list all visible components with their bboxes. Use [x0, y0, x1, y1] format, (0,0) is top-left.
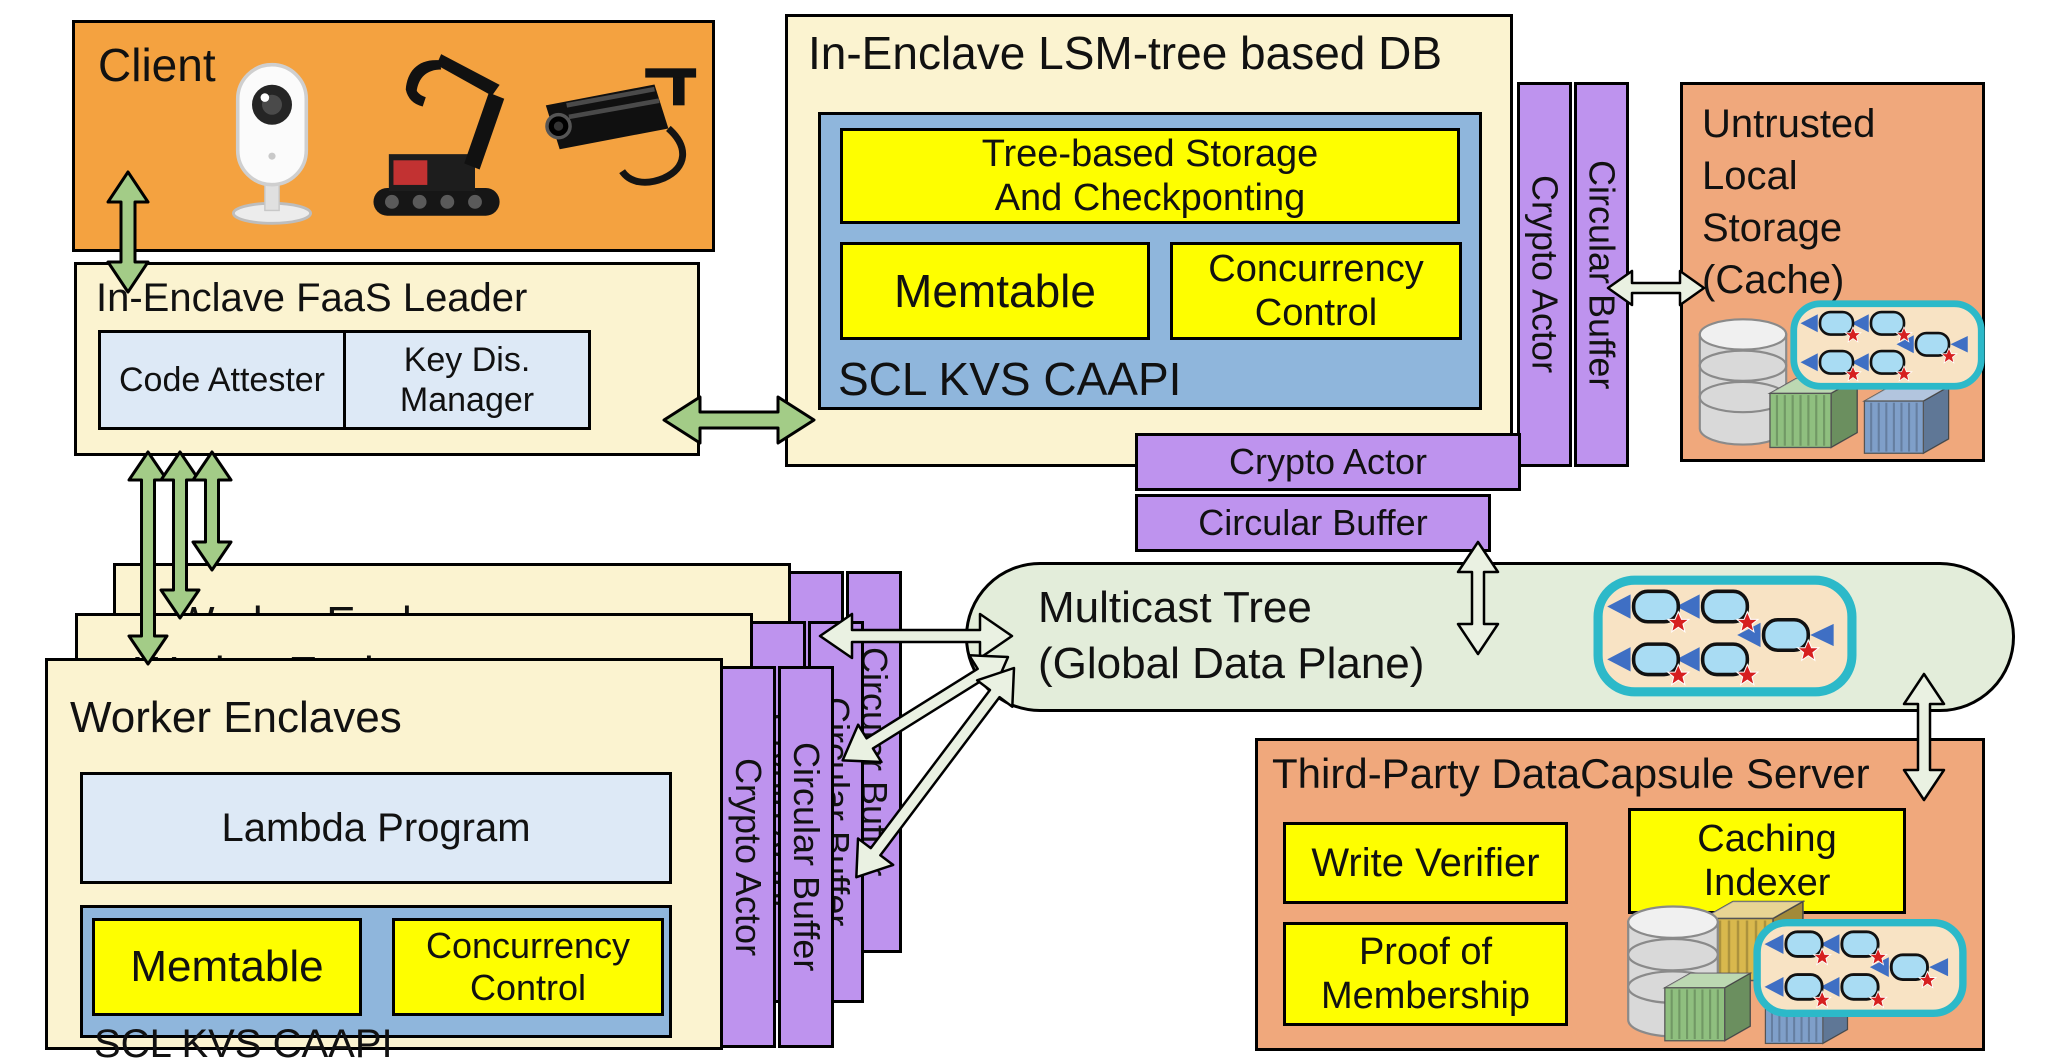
multicast-tree-line2: (Global Data Plane)	[1038, 639, 1425, 688]
db-caapi-label: SCL KVS CAAPI	[838, 353, 1182, 405]
arrow-leader-db	[662, 395, 816, 445]
untrusted-storage-line4: (Cache)	[1702, 258, 1845, 302]
write-verifier-label: Write Verifier	[1311, 840, 1540, 885]
third-party-title: Third-Party DataCapsule Server	[1272, 750, 1870, 797]
db-memtable-box: Memtable	[840, 242, 1150, 340]
db-circular-buffer-horizontal: Circular Buffer	[1135, 494, 1491, 552]
multicast-tree-line1: Multicast Tree	[1038, 583, 1312, 632]
circular-buffer-bar-front: Circular Buffer	[778, 666, 834, 1048]
caching-indexer-box: Caching Indexer	[1628, 808, 1906, 914]
code-attester-label: Code Attester	[118, 360, 325, 399]
arrow-multicast-thirdparty	[1902, 672, 1946, 802]
db-concurrency-label: Concurrency Control	[1208, 248, 1424, 334]
circular-buffer-bar-front-label: Circular Buffer	[786, 742, 827, 972]
db-circular-buffer-horizontal-label: Circular Buffer	[1198, 502, 1428, 543]
key-dis-manager-cell: Key Dis. Manager	[343, 330, 591, 430]
write-verifier-box: Write Verifier	[1283, 822, 1568, 904]
client-title: Client	[98, 39, 216, 91]
datacapsule-icon	[1593, 574, 1857, 698]
key-dis-manager-label: Key Dis. Manager	[399, 341, 535, 419]
crypto-actor-bar-front: Crypto Actor	[720, 666, 776, 1048]
crypto-actor-bar-front-label: Crypto Actor	[728, 757, 769, 957]
worker-concurrency-box: Concurrency Control	[392, 918, 664, 1016]
datacapsule-icon	[1790, 295, 1985, 395]
db-tree-storage-line1: Tree-based Storage	[981, 133, 1319, 175]
cctv-camera-icon	[525, 50, 710, 215]
db-tree-storage-label: Tree-based Storage And Checkponting	[982, 132, 1319, 220]
untrusted-storage-line1: Untrusted	[1702, 102, 1876, 146]
arrow-workers-multicast-3	[855, 666, 1016, 879]
code-attester-cell: Code Attester	[98, 330, 346, 430]
arrow-circularbuffer-multicast	[1456, 540, 1500, 656]
lambda-program-label: Lambda Program	[221, 805, 531, 850]
proof-of-membership-box: Proof of Membership	[1283, 922, 1568, 1026]
arrow-leader-worker-2	[159, 450, 201, 620]
robot-arm-icon	[335, 42, 535, 234]
untrusted-storage-label: Untrusted Local Storage (Cache)	[1702, 98, 1875, 306]
lambda-program-box: Lambda Program	[80, 772, 672, 884]
untrusted-storage-line2: Local	[1702, 154, 1798, 198]
arrow-leader-worker-3	[191, 450, 233, 572]
arrow-leader-worker-1	[127, 450, 169, 666]
db-concurrency-box: Concurrency Control	[1170, 242, 1462, 340]
worker-caapi-label: SCL KVS CAAPI	[94, 1022, 393, 1061]
db-tree-storage-box: Tree-based Storage And Checkponting	[840, 128, 1460, 224]
shipping-container-green-icon	[1658, 965, 1752, 1049]
db-crypto-actor-bar-label: Crypto Actor	[1524, 175, 1566, 374]
db-crypto-actor-bar: Crypto Actor	[1517, 82, 1572, 467]
datacapsule-icon	[1753, 915, 1967, 1021]
db-circular-buffer-bar-label: Circular Buffer	[1581, 159, 1623, 390]
arrow-bars-storage	[1606, 269, 1706, 307]
db-crypto-actor-horizontal-label: Crypto Actor	[1228, 441, 1428, 482]
webcam-icon	[222, 55, 322, 233]
proof-of-membership-label: Proof of Membership	[1320, 931, 1531, 1017]
caching-indexer-label: Caching Indexer	[1697, 818, 1837, 904]
worker-memtable-label: Memtable	[130, 942, 324, 991]
untrusted-storage-line3: Storage	[1702, 206, 1843, 250]
lsm-db-title: In-Enclave LSM-tree based DB	[808, 27, 1443, 79]
db-crypto-actor-horizontal: Crypto Actor	[1135, 433, 1521, 491]
db-memtable-label: Memtable	[894, 265, 1096, 317]
worker-memtable-box: Memtable	[92, 918, 362, 1016]
multicast-tree-label: Multicast Tree (Global Data Plane)	[1038, 580, 1424, 692]
arrow-client-leader	[106, 170, 150, 294]
faas-leader-title: In-Enclave FaaS Leader	[96, 276, 528, 320]
arrow-workers-multicast-1	[818, 612, 1014, 660]
db-tree-storage-line2: And Checkponting	[994, 177, 1306, 219]
worker-concurrency-label: Concurrency Control	[425, 925, 631, 1008]
worker-title-front: Worker Enclaves	[70, 693, 402, 742]
